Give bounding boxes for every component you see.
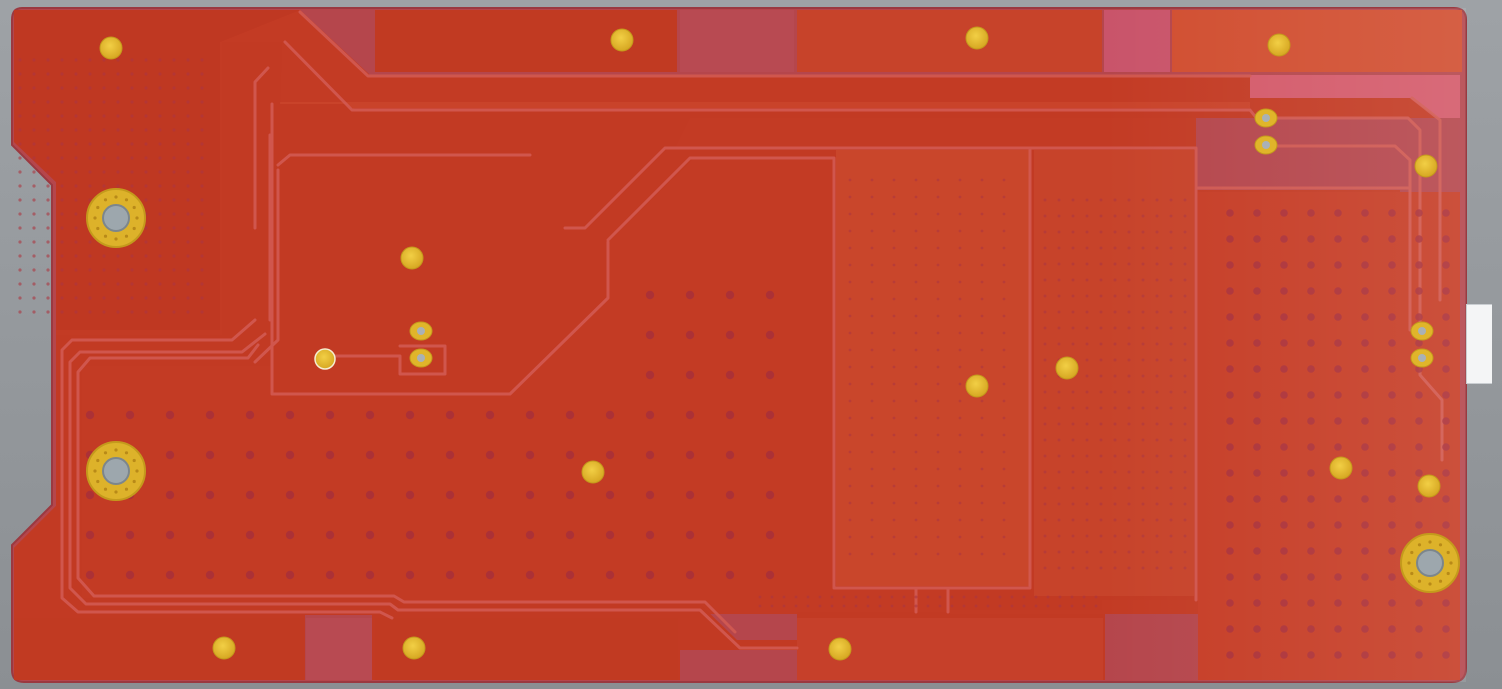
test-point — [1417, 474, 1441, 498]
via — [93, 216, 97, 220]
via — [1410, 571, 1414, 576]
via — [103, 487, 108, 491]
via — [1428, 540, 1432, 544]
via — [103, 451, 108, 455]
board-edge-connector — [1466, 304, 1492, 384]
test-point — [400, 246, 424, 270]
mounting-holes — [86, 188, 1460, 593]
test-point — [965, 374, 989, 398]
via — [93, 469, 97, 473]
via — [1428, 582, 1432, 586]
via — [96, 205, 100, 210]
via — [114, 195, 118, 199]
via — [1438, 579, 1443, 583]
pad-pair-right — [1410, 321, 1434, 368]
via — [103, 234, 108, 238]
test-point — [1329, 456, 1353, 480]
via — [1446, 571, 1450, 576]
via — [1410, 550, 1414, 555]
via — [132, 479, 136, 484]
test-point — [581, 460, 605, 484]
pad-pair-top-right — [1254, 108, 1278, 155]
pad-pairs — [409, 108, 1434, 368]
via — [103, 198, 108, 202]
test-point — [965, 26, 989, 50]
via — [132, 458, 136, 463]
via — [1438, 543, 1443, 547]
pad-pair-center — [409, 321, 433, 368]
via — [114, 490, 118, 494]
test-points — [99, 26, 1441, 661]
via — [124, 451, 129, 455]
via — [124, 198, 129, 202]
test-point — [828, 637, 852, 661]
via — [114, 237, 118, 241]
via — [1449, 561, 1453, 565]
via — [132, 226, 136, 231]
test-point — [99, 36, 123, 60]
test-point — [1267, 33, 1291, 57]
via — [124, 234, 129, 238]
via — [1446, 550, 1450, 555]
mounting-hole-1 — [86, 188, 146, 248]
via — [96, 458, 100, 463]
via — [124, 487, 129, 491]
via — [1417, 579, 1422, 583]
board-gloss — [12, 8, 1466, 682]
test-point — [1414, 154, 1438, 178]
test-point-highlighted — [314, 348, 336, 370]
test-point — [402, 636, 426, 660]
via — [96, 479, 100, 484]
via — [135, 216, 139, 220]
via — [1417, 543, 1422, 547]
test-point — [1055, 356, 1079, 380]
mounting-hole-3 — [1400, 533, 1460, 593]
mounting-hole-2 — [86, 441, 146, 501]
via — [96, 226, 100, 231]
test-point — [212, 636, 236, 660]
via — [1407, 561, 1411, 565]
test-point — [610, 28, 634, 52]
via — [114, 448, 118, 452]
via — [132, 205, 136, 210]
via — [135, 469, 139, 473]
mounting-hole-ring-vias — [93, 195, 1453, 586]
